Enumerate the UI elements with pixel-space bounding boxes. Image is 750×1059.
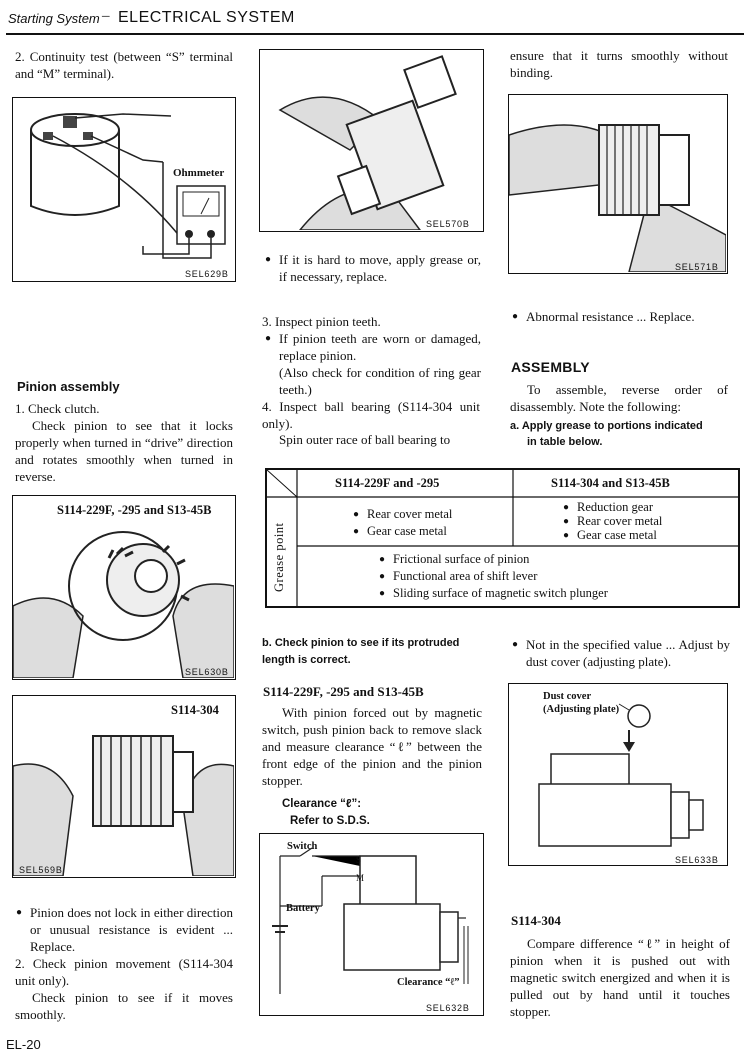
- terminal-m-label: M: [356, 873, 365, 883]
- inspect-bearing-step: 4. Inspect ball bearing (S114-304 unit o…: [262, 399, 480, 431]
- teeth-worn-bullet: If pinion teeth are worn or damaged, rep…: [265, 330, 481, 364]
- figure-sel571b: SEL571B: [508, 94, 728, 274]
- to-assemble-text: To assemble, reverse order of disassembl…: [510, 382, 728, 414]
- inspect-teeth-step: 3. Inspect pinion teeth.: [262, 314, 381, 329]
- terminal-s-label: S: [356, 855, 362, 865]
- ohmmeter-label: Ohmmeter: [173, 167, 225, 179]
- table-cell: Sliding surface of magnetic switch plung…: [379, 585, 608, 602]
- pinion-hand-illustration: [13, 531, 234, 678]
- figure-title: S114-304: [171, 703, 219, 717]
- ensure-smooth-text: ensure that it turns smoothly without bi…: [510, 48, 728, 80]
- clearance-circuit-diagram: [272, 847, 469, 994]
- table-grid: [267, 470, 738, 606]
- refer-sds: Refer to S.D.S.: [290, 815, 370, 827]
- forced-out-text: With pinion forced out by magnetic switc…: [262, 705, 482, 788]
- dust-cover-illustration: [538, 703, 704, 847]
- figure-code: SEL632B: [426, 1003, 470, 1013]
- hard-to-move-bullet: If it is hard to move, apply grease or, …: [265, 251, 481, 285]
- figure-sel569b: S114-304 SEL569B: [12, 695, 236, 878]
- clearance-label: Clearance “ℓ”:: [282, 798, 362, 810]
- compare-difference-text: Compare difference “ℓ” in height of pini…: [510, 936, 730, 1019]
- table-header-col1: S114-229F and -295: [335, 476, 440, 490]
- page-title: ELECTRICAL SYSTEM: [118, 9, 295, 26]
- header-rule: [6, 33, 744, 35]
- figure-code: SEL570B: [426, 219, 470, 229]
- pinion-s114-304-illustration: [13, 735, 234, 876]
- bearing-hands-illustration: [509, 124, 726, 272]
- solenoid-ohmmeter-illustration: [30, 113, 226, 259]
- page-number: EL-20: [6, 1037, 41, 1052]
- subheading-s114-304: S114-304: [511, 913, 561, 928]
- table-cell: Functional area of shift lever: [379, 568, 537, 585]
- assembly-heading: ASSEMBLY: [511, 359, 590, 375]
- pinion-assembly-heading: Pinion assembly: [17, 379, 120, 394]
- figure-sel570b: SEL570B: [259, 49, 484, 232]
- apply-grease-step-a: a. Apply grease to portions indicated: [510, 420, 703, 432]
- section-name: Starting System: [8, 11, 100, 26]
- spin-outer-race-text: Spin outer race of ball bearing to: [279, 432, 451, 447]
- pinion-movement-illustration: [278, 55, 457, 230]
- row-label-grease-point: Grease point: [272, 522, 286, 592]
- apply-grease-step-a-cont: in table below.: [527, 436, 603, 448]
- adjusting-plate-label: (Adjusting plate): [543, 704, 620, 715]
- pinion-not-lock-bullet: Pinion does not lock in either direction…: [16, 904, 233, 955]
- table-cell: Reduction gear: [563, 499, 653, 516]
- figure-code: SEL571B: [675, 262, 719, 272]
- figure-sel632b: Switch S M Battery Clearance “ℓ” SEL632B: [259, 833, 484, 1016]
- header-dash: –: [102, 8, 110, 24]
- figure-sel630b: S114-229F, -295 and S13-45B SEL630B: [12, 495, 236, 680]
- figure-sel629b: Ohmmeter SEL629B: [12, 97, 236, 282]
- table-cell: Gear case metal: [563, 527, 657, 544]
- subheading-s114-229f: S114-229F, -295 and S13-45B: [263, 684, 424, 699]
- switch-label: Switch: [287, 841, 318, 852]
- continuity-test-text: 2. Continuity test (between “S” terminal…: [15, 49, 233, 81]
- table-header-col2: S114-304 and S13-45B: [551, 476, 670, 490]
- table-cell: Gear case metal: [353, 523, 447, 540]
- not-specified-bullet: Not in the specified value ... Adjust by…: [512, 636, 730, 670]
- moves-smoothly-text: Check pinion to see if it moves smoothly…: [15, 990, 233, 1022]
- dust-cover-label: Dust cover: [543, 691, 592, 702]
- table-cell: Rear cover metal: [563, 513, 662, 530]
- figure-title: S114-229F, -295 and S13-45B: [57, 503, 212, 517]
- check-movement-step: 2. Check pinion movement (S114-304 unit …: [15, 956, 233, 988]
- figure-code: SEL629B: [185, 269, 229, 279]
- table-cell: Frictional surface of pinion: [379, 551, 529, 568]
- ring-gear-note: (Also check for condition of ring gear t…: [279, 365, 481, 397]
- figure-code: SEL633B: [675, 855, 719, 865]
- figure-code: SEL630B: [185, 667, 229, 677]
- abnormal-resistance-bullet: Abnormal resistance ... Replace.: [512, 308, 730, 325]
- check-clutch-step: 1. Check clutch.: [15, 401, 100, 416]
- grease-point-table: S114-229F and -295 S114-304 and S13-45B …: [265, 468, 740, 608]
- check-pinion-locks-text: Check pinion to see that it locks proper…: [15, 418, 233, 484]
- table-cell: Rear cover metal: [353, 506, 452, 523]
- battery-label: Battery: [286, 903, 320, 914]
- figure-sel633b: Dust cover (Adjusting plate) SEL633B: [508, 683, 728, 866]
- figure-code: SEL569B: [19, 865, 63, 875]
- check-b-step: b. Check pinion to see if its protruded …: [262, 637, 460, 666]
- clearance-figure-label: Clearance “ℓ”: [397, 977, 460, 988]
